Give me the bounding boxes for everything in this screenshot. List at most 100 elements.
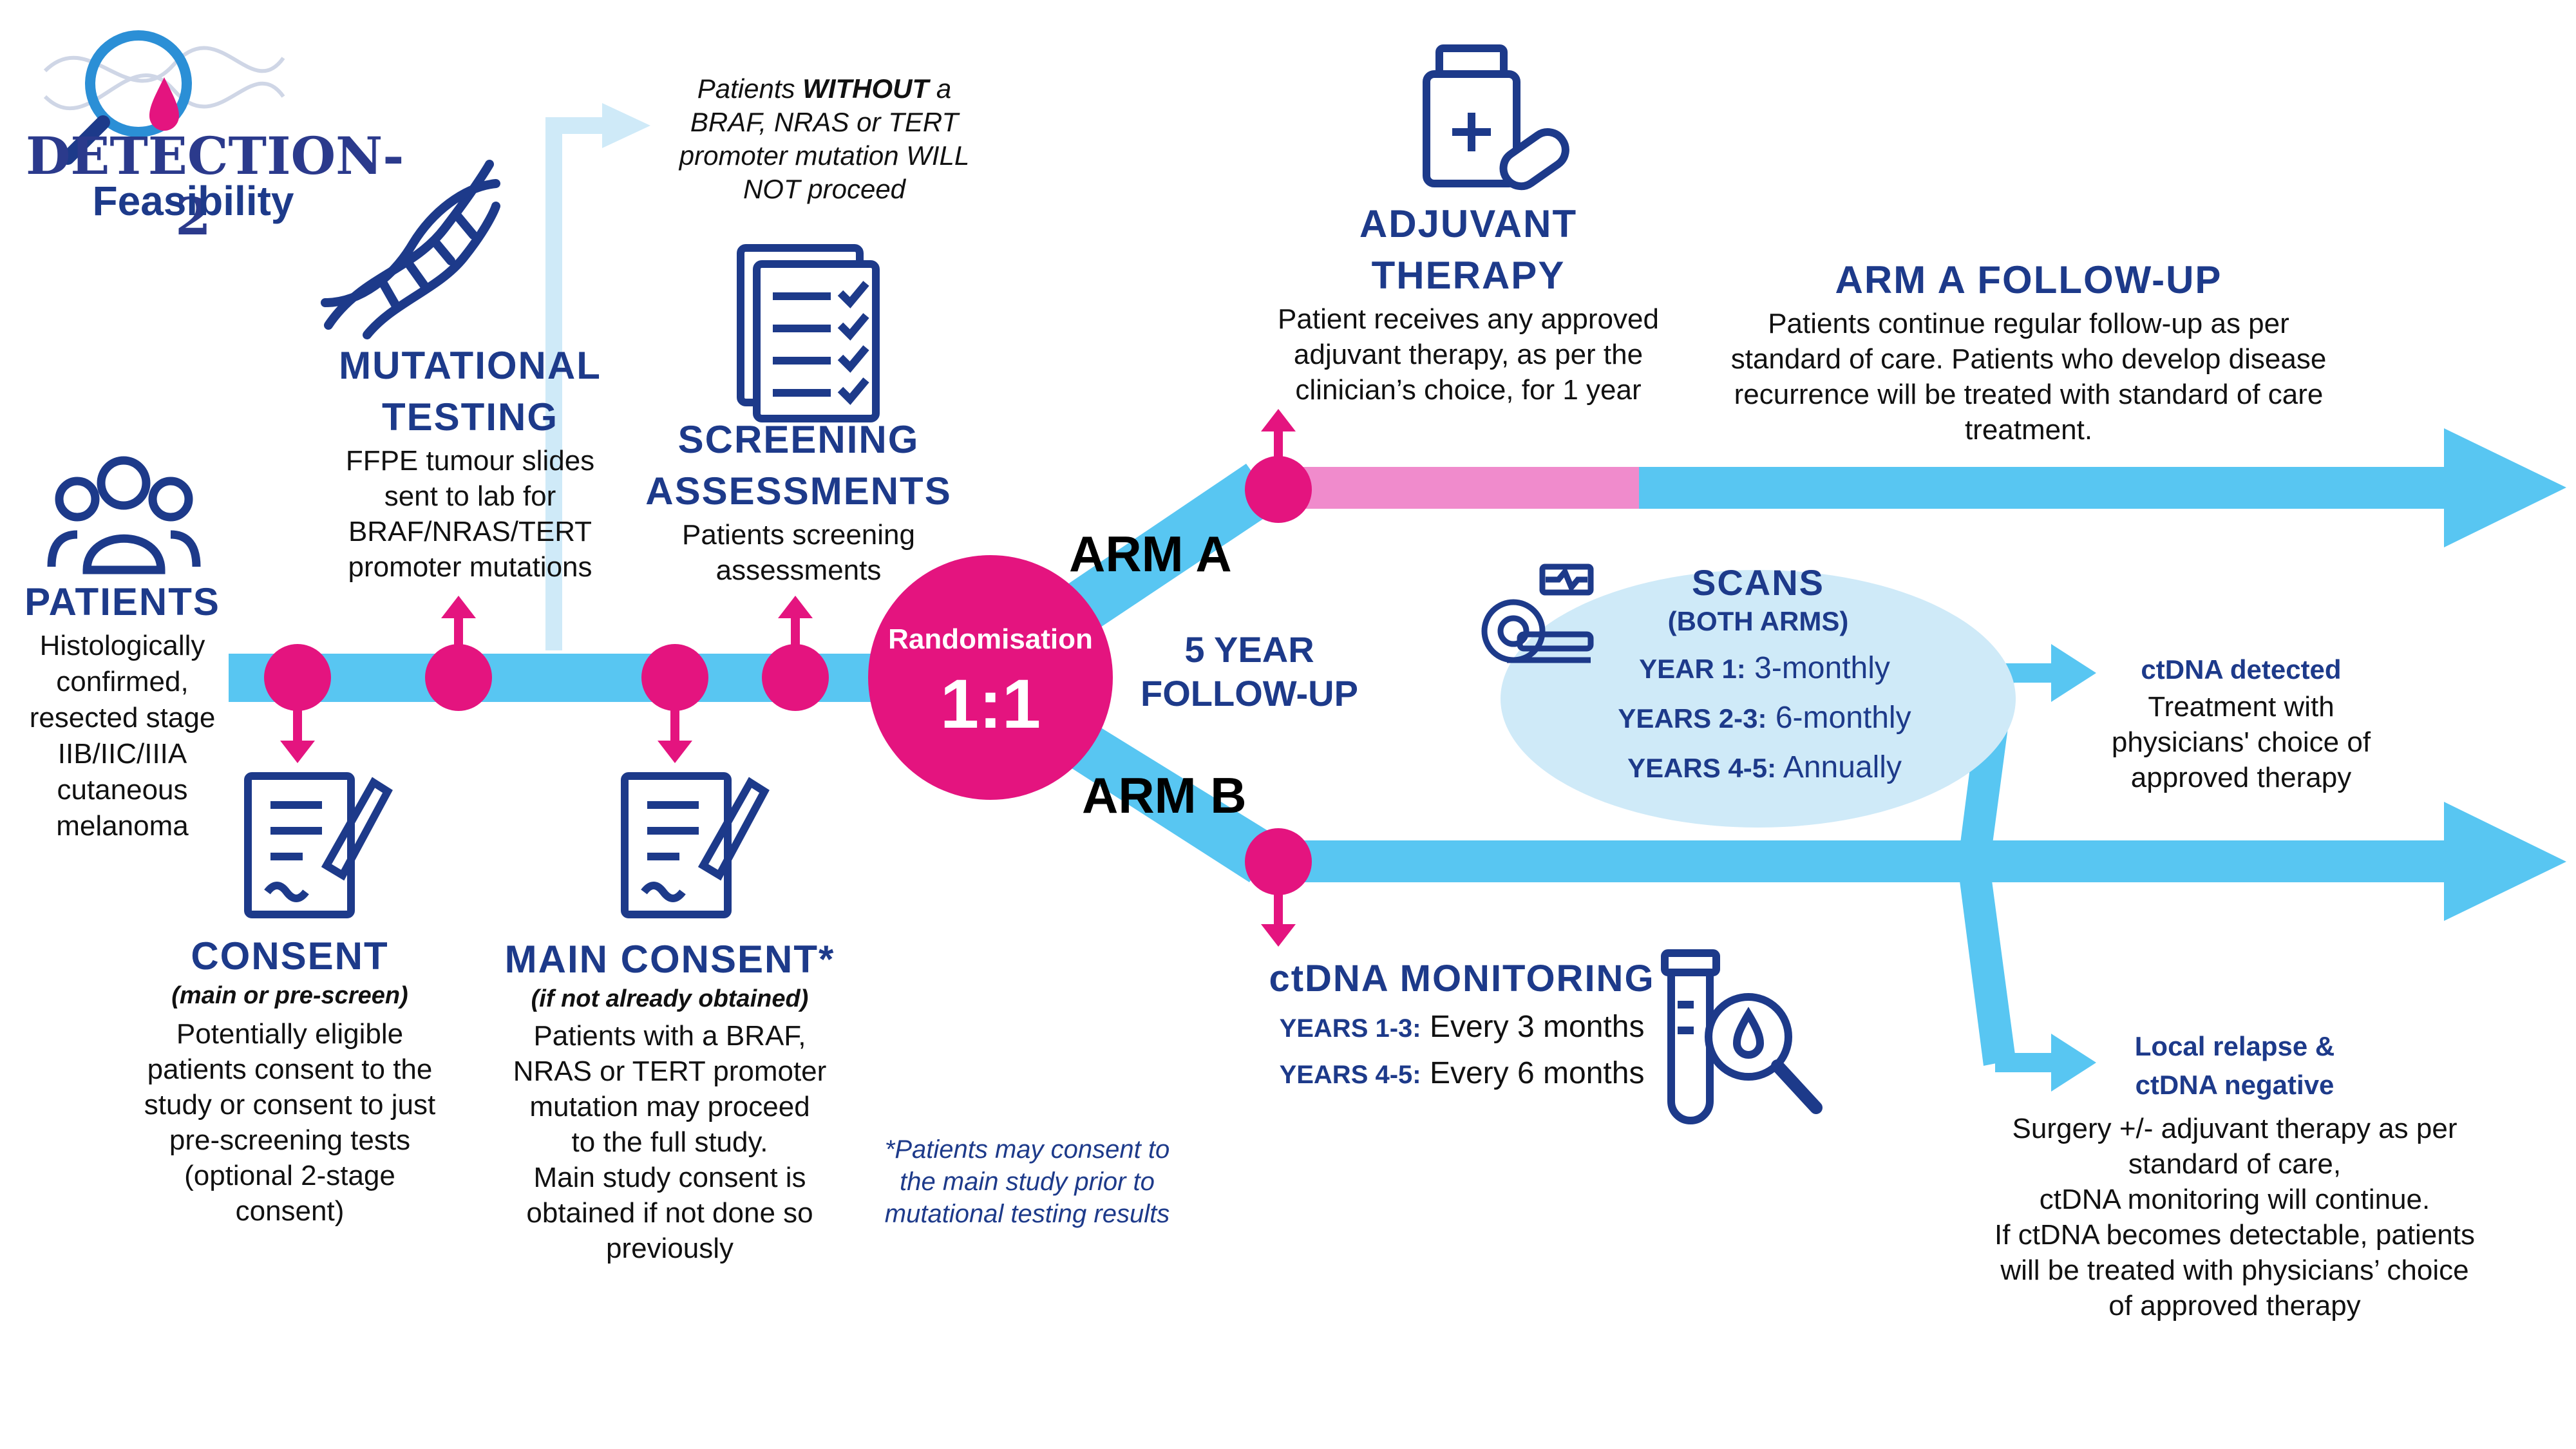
people-icon: [47, 456, 201, 574]
arm-a-adjuvant-bar: [1278, 467, 1639, 509]
adjuvant-title: ADJUVANT: [1359, 202, 1578, 245]
scans-row-label: YEARS 4-5:: [1627, 753, 1777, 783]
arm-b-arrowhead: [2444, 802, 2566, 921]
no-mutation-line: promoter mutation WILL: [679, 140, 970, 171]
randomisation-ratio: 1:1: [940, 665, 1041, 743]
followup-line: FOLLOW-UP: [1141, 673, 1358, 714]
mutational-line: FFPE tumour slides: [345, 445, 595, 477]
arm-a-arrowhead: [2444, 428, 2566, 547]
adjuvant-line: adjuvant therapy, as per the: [1293, 339, 1643, 370]
main-consent-block: MAIN CONSENT* (if not already obtained) …: [477, 934, 863, 1266]
patients-line: cutaneous: [57, 774, 188, 806]
arm-a-followup-line: treatment.: [1964, 414, 2093, 446]
local-relapse-line: will be treated with physicians’ choice: [2000, 1255, 2469, 1286]
main-consent-line: NRAS or TERT promoter: [513, 1056, 827, 1087]
scans-row: YEARS 4-5: Annually: [1584, 743, 1945, 793]
screening-line: Patients screening: [682, 519, 915, 551]
consent-line: pre-screening tests: [169, 1124, 411, 1156]
ctdna-monitoring-block: ctDNA MONITORING YEARS 1-3: Every 3 mont…: [1249, 953, 1674, 1097]
ctdna-detected-title: ctDNA detected: [2141, 654, 2342, 685]
arm-a-label: ARM A: [1069, 526, 1232, 582]
magnifier-logo-icon: [43, 30, 285, 165]
scans-row: YEARS 2-3: 6-monthly: [1584, 694, 1945, 743]
local-relapse-heading: Local relapse & ctDNA negative: [2106, 1027, 2363, 1104]
local-relapse-line: If ctDNA becomes detectable, patients: [1994, 1219, 2475, 1251]
ctdna-row-value: Every 3 months: [1429, 1010, 1645, 1044]
patients-line: confirmed,: [56, 666, 189, 697]
no-mutation-arrow: [545, 103, 650, 650]
consent-form-icon: [621, 772, 770, 918]
scans-row: YEAR 1: 3-monthly: [1584, 644, 1945, 694]
no-mutation-line: NOT proceed: [743, 174, 906, 204]
scans-row-label: YEAR 1:: [1639, 654, 1746, 684]
ctdna-detected-line: physicians' choice of: [2111, 726, 2371, 758]
mutational-line: promoter mutations: [348, 551, 592, 583]
logo-title: DETECTION-2: [26, 126, 404, 247]
scans-row-label: YEARS 2-3:: [1618, 703, 1767, 734]
consent-line: consent): [235, 1195, 345, 1227]
mutational-line: sent to lab for: [384, 480, 556, 512]
patients-line: Histologically: [39, 630, 205, 661]
footnote-line: *Patients may consent to: [884, 1135, 1170, 1164]
consent-subtitle: (main or pre-screen): [171, 982, 408, 1009]
ctdna-monitoring-row: YEARS 4-5: Every 6 months: [1249, 1051, 1674, 1097]
randomisation-circle: [868, 555, 1113, 800]
footnote: *Patients may consent to the main study …: [850, 1133, 1204, 1230]
ctdna-row-value: Every 6 months: [1429, 1056, 1645, 1090]
outcome-fork: [1958, 644, 2096, 1092]
consent-block: CONSENT (main or pre-screen) Potentially…: [109, 931, 470, 1229]
patients-line: resected stage: [29, 702, 216, 734]
consent-node: [264, 644, 331, 763]
local-relapse-line: Surgery +/- adjuvant therapy as per: [2012, 1113, 2458, 1144]
ctdna-detected-line: Treatment with: [2148, 691, 2334, 723]
scanner-icon: [1481, 564, 1594, 663]
screening-node: [762, 596, 829, 711]
scans-row-value: Annually: [1783, 750, 1902, 784]
patients-title: PATIENTS: [24, 580, 220, 623]
arm-b-bar: [1278, 840, 2450, 882]
ctdna-monitoring-row: YEARS 1-3: Every 3 months: [1249, 1005, 1674, 1051]
local-relapse-line: ctDNA monitoring will continue.: [2039, 1184, 2430, 1215]
adjuvant-line: clinician’s choice, for 1 year: [1295, 374, 1642, 406]
logo-subtitle: Feasibility: [92, 178, 294, 224]
ctdna-detected-line: approved therapy: [2130, 762, 2352, 793]
local-relapse-line: of approved therapy: [2108, 1290, 2361, 1321]
local-relapse-line: standard of care,: [2128, 1148, 2342, 1180]
arm-a-followup-title: ARM A FOLLOW-UP: [1835, 258, 2222, 301]
mutational-node: [425, 596, 492, 711]
mutational-title: TESTING: [381, 395, 558, 439]
scans-row-value: 3-monthly: [1754, 651, 1890, 685]
checklist-icon: [737, 244, 880, 422]
arm-a-followup-line: standard of care. Patients who develop d…: [1730, 343, 2327, 375]
followup-line: 5 YEAR: [1184, 629, 1314, 670]
scans-ellipse: [1501, 570, 2016, 828]
mutational-title: MUTATIONAL: [339, 344, 601, 387]
no-mutation-emphasis: WITHOUT: [802, 73, 929, 104]
consent-line: patients consent to the: [147, 1054, 433, 1085]
arm-a-followup-line: recurrence will be treated with standard…: [1734, 379, 2324, 410]
no-mutation-text: Patients: [697, 73, 803, 104]
footnote-line: mutational testing results: [884, 1200, 1170, 1228]
mutational-line: BRAF/NRAS/TERT: [348, 516, 592, 547]
adjuvant-block: ADJUVANT THERAPY Patient receives any ap…: [1243, 198, 1694, 408]
main-consent-line: obtained if not done so: [526, 1197, 813, 1229]
local-relapse-title: Local relapse &: [2134, 1031, 2335, 1061]
main-consent-title: MAIN CONSENT*: [504, 938, 835, 981]
consent-line: study or consent to just: [144, 1089, 436, 1121]
ctdna-monitoring-title: ctDNA MONITORING: [1269, 958, 1655, 999]
local-relapse-text: Surgery +/- adjuvant therapy as per stan…: [1945, 1111, 2524, 1323]
main-consent-line: previously: [605, 1233, 734, 1264]
scans-row-value: 6-monthly: [1775, 701, 1911, 735]
main-consent-line: Main study consent is: [533, 1162, 806, 1193]
consent-title: CONSENT: [191, 934, 389, 978]
ctdna-detected-block: ctDNA detected Treatment with physicians…: [2080, 650, 2402, 795]
scans-subtitle: (BOTH ARMS): [1667, 606, 1849, 636]
arm-a-followup-line: Patients continue regular follow-up as p…: [1768, 308, 2289, 339]
randomisation-label: Randomisation: [888, 623, 1093, 655]
main-consent-node: [641, 644, 708, 763]
local-relapse-title: ctDNA negative: [2135, 1070, 2334, 1100]
patients-line: melanoma: [56, 810, 189, 842]
consent-line: (optional 2-stage: [184, 1160, 395, 1191]
arm-a-followup-block: ARM A FOLLOW-UP Patients continue regula…: [1674, 254, 2383, 448]
